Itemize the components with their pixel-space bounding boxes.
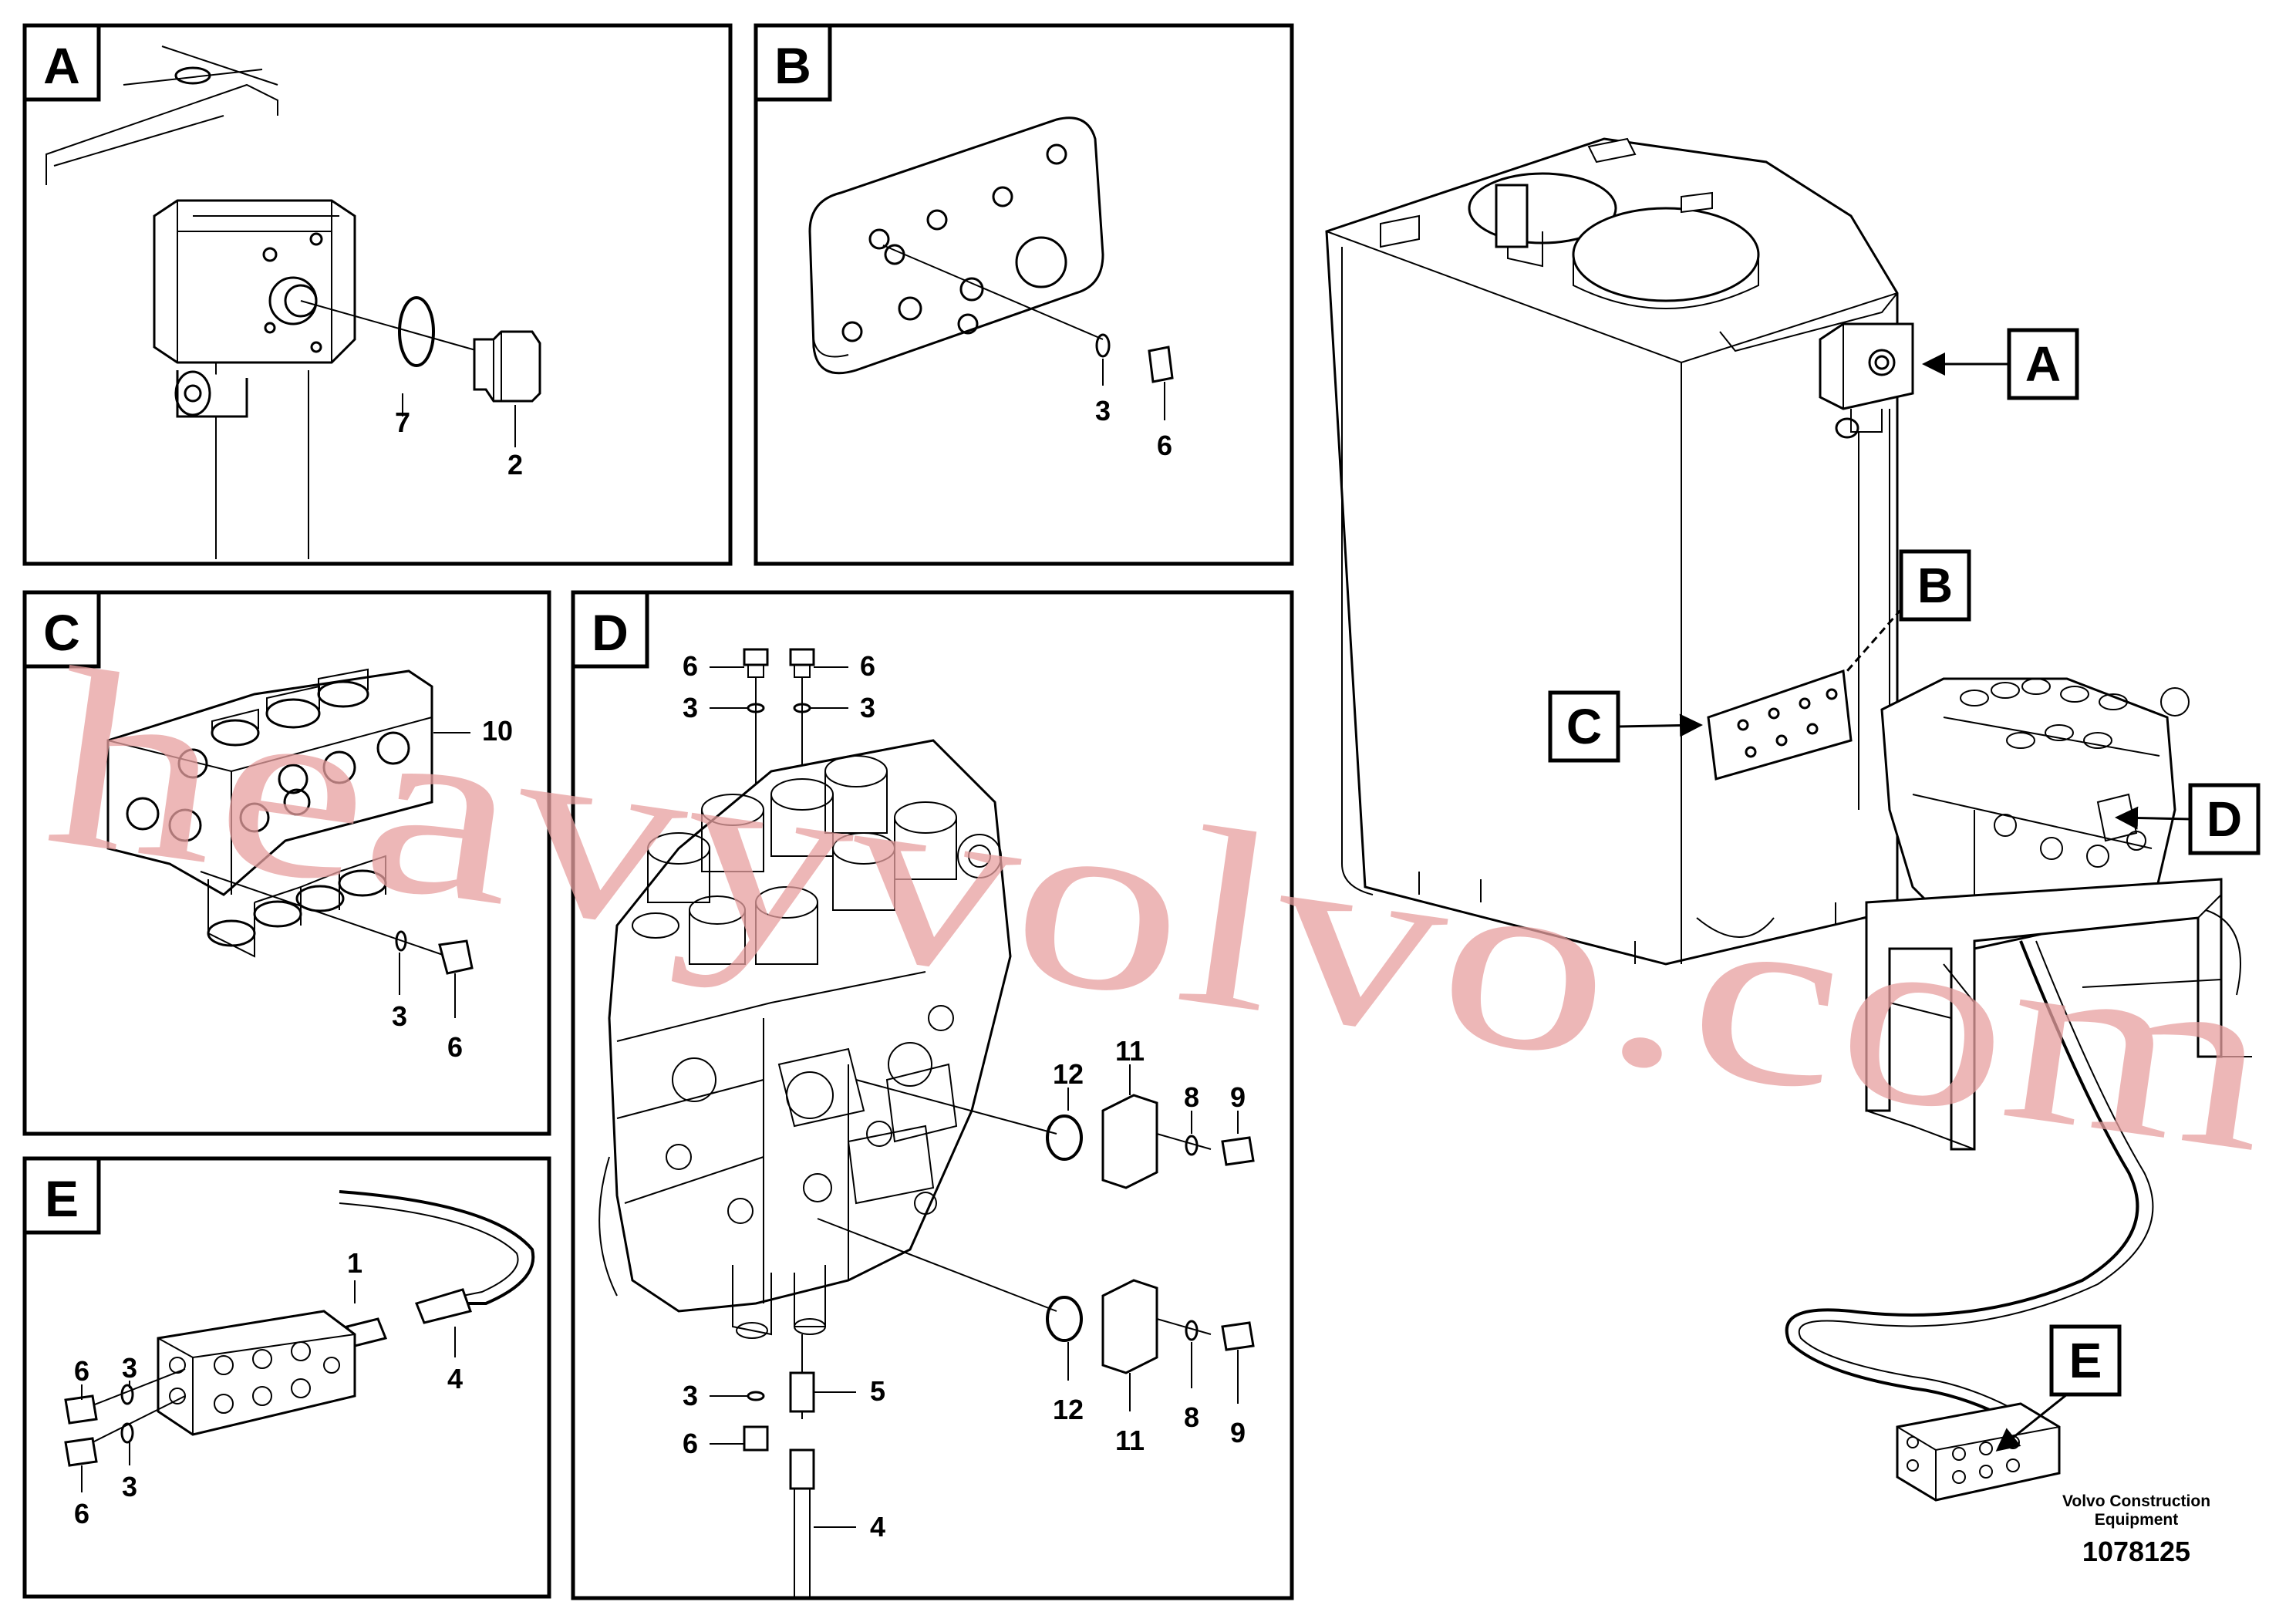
- callout-e-5: 3: [122, 1471, 137, 1502]
- panel-letter-b: B: [774, 37, 811, 94]
- callout-d-1: 6: [683, 650, 698, 682]
- callout-d-7: 8: [1184, 1081, 1199, 1113]
- callout-e-3: 6: [74, 1355, 89, 1387]
- panel-b: [754, 23, 1294, 566]
- callout-d-11: 8: [1184, 1401, 1199, 1433]
- panel-a: [22, 23, 733, 566]
- overview-label-e: E: [2069, 1333, 2102, 1388]
- title-block: Volvo Construction Equipment 1078125: [2021, 1492, 2252, 1568]
- overview-label-b: B: [1917, 558, 1953, 613]
- callout-a-1: 7: [395, 406, 410, 438]
- callout-d-4: 3: [860, 692, 875, 723]
- company-line2: Equipment: [2094, 1511, 2179, 1529]
- callout-d-6: 11: [1115, 1035, 1145, 1067]
- panel-letter-c: C: [43, 604, 80, 661]
- callout-c-1: 10: [482, 715, 513, 747]
- callout-d-12: 9: [1230, 1417, 1246, 1448]
- panel-letter-e: E: [45, 1170, 79, 1227]
- panel-e: [22, 1156, 551, 1599]
- panel-c: [22, 590, 551, 1136]
- callout-e-2: 4: [447, 1363, 463, 1394]
- callout-d-5: 12: [1053, 1058, 1084, 1090]
- callout-a-2: 2: [507, 449, 523, 481]
- callout-d-8: 9: [1230, 1081, 1246, 1113]
- overview-label-c: C: [1566, 699, 1602, 754]
- callout-e-1: 1: [347, 1247, 362, 1279]
- panel-d: [571, 590, 1294, 1600]
- overview-label-d: D: [2207, 791, 2242, 847]
- callout-e-4: 3: [122, 1352, 137, 1384]
- overview-label-a: A: [2025, 336, 2061, 392]
- drawing-number: 1078125: [2082, 1536, 2191, 1567]
- callout-b-2: 6: [1157, 430, 1172, 461]
- callout-c-3: 6: [447, 1031, 463, 1063]
- callout-d-10: 11: [1115, 1425, 1145, 1456]
- callout-c-2: 3: [392, 1000, 407, 1032]
- company-line1: Volvo Construction: [2062, 1492, 2211, 1510]
- callout-d-14: 5: [870, 1375, 885, 1407]
- callout-e-6: 6: [74, 1498, 89, 1529]
- callout-d-16: 4: [870, 1511, 885, 1543]
- callout-b-1: 3: [1095, 395, 1111, 427]
- overview-assembly: [1325, 137, 2261, 1502]
- callout-d-15: 6: [683, 1428, 698, 1459]
- callout-d-2: 6: [860, 650, 875, 682]
- callout-d-9: 12: [1053, 1394, 1084, 1425]
- panel-letter-a: A: [43, 37, 80, 94]
- panel-letter-d: D: [592, 604, 629, 661]
- callout-d-3: 3: [683, 692, 698, 723]
- callout-d-13: 3: [683, 1380, 698, 1411]
